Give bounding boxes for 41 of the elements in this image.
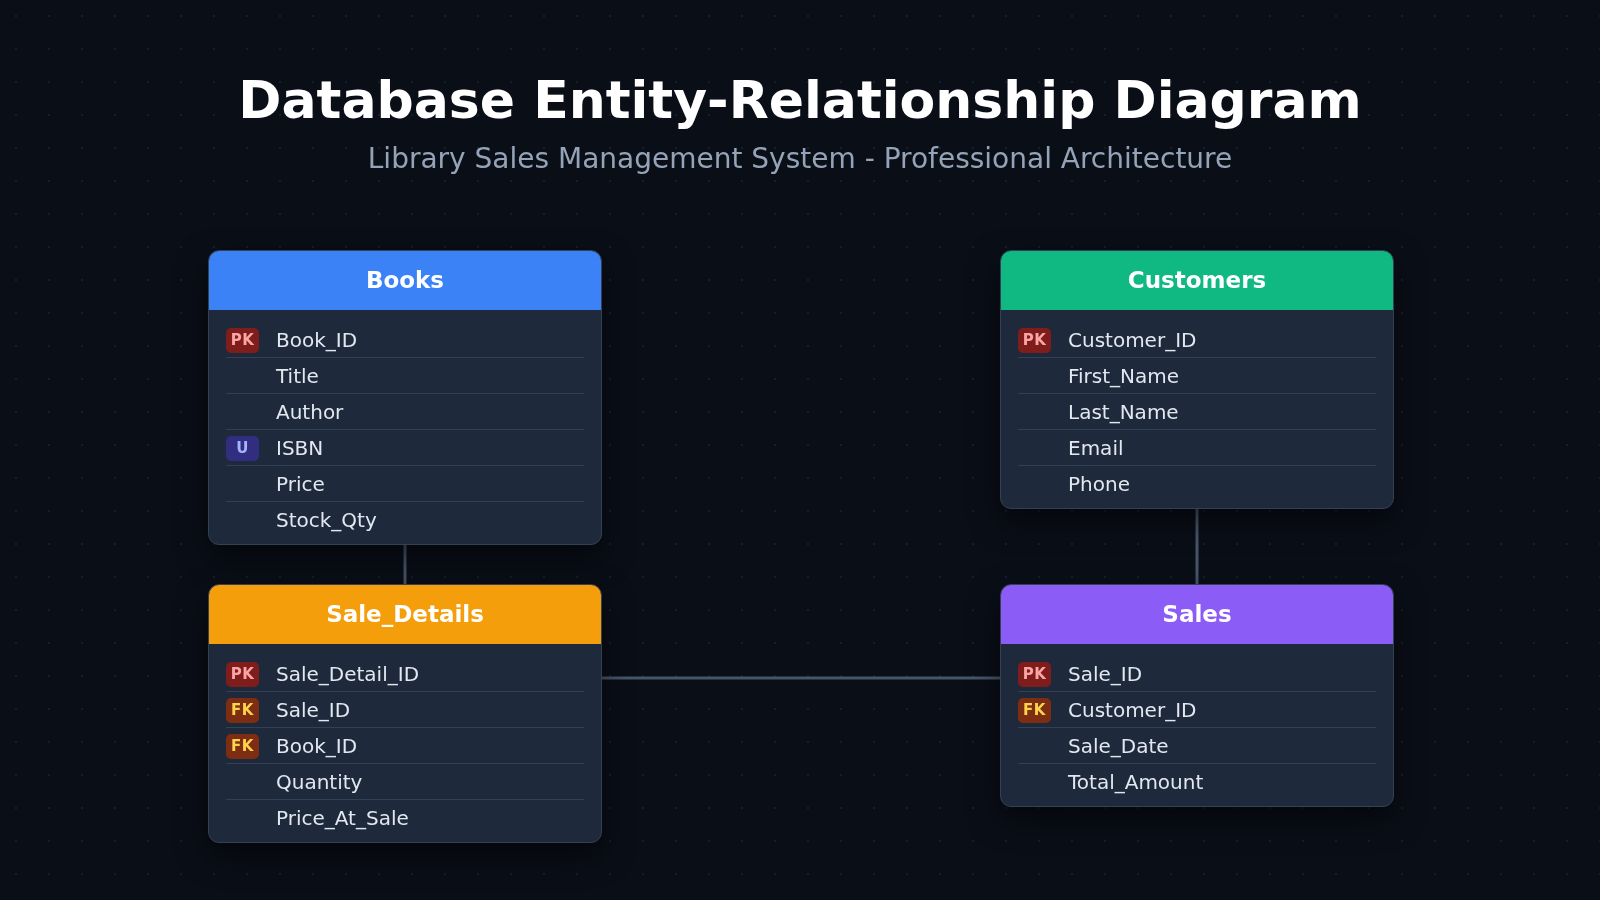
relationship-line	[602, 676, 1000, 680]
field-name: First_Name	[1068, 364, 1180, 388]
diagram-subtitle: Library Sales Management System - Professional Architecture	[367, 142, 1233, 176]
field-name: Sale_Date	[1068, 734, 1169, 758]
primary-key-badge: PK	[226, 327, 259, 353]
field-name: Sale_Detail_ID	[276, 662, 420, 686]
field-name: Stock_Qty	[276, 508, 377, 532]
field-name: Book_ID	[276, 328, 358, 352]
field-name: Customer_ID	[1068, 328, 1197, 352]
field-name: Email	[1068, 436, 1124, 460]
field-name: Quantity	[276, 770, 363, 794]
primary-key-badge: PK	[1018, 327, 1051, 353]
primary-key-badge: PK	[1018, 661, 1051, 687]
field-name: Sale_ID	[276, 698, 351, 722]
table-header: Sale_Details	[209, 585, 601, 644]
field-name: Phone	[1068, 472, 1130, 496]
table-header: Sales	[1001, 585, 1393, 644]
table-header: Customers	[1001, 251, 1393, 310]
foreign-key-badge: FK	[1018, 697, 1051, 723]
field-name: Total_Amount	[1068, 770, 1204, 794]
entity-table	[1000, 584, 1394, 807]
field-name: ISBN	[276, 436, 324, 460]
unique-key-badge: U	[226, 435, 259, 461]
entity-table	[208, 250, 602, 545]
field-name: Price_At_Sale	[276, 806, 409, 830]
table-header: Books	[209, 251, 601, 310]
primary-key-badge: PK	[226, 661, 259, 687]
diagram-title: Database Entity-Relationship Diagram	[238, 69, 1362, 131]
relationship-line	[403, 545, 407, 584]
field-name: Book_ID	[276, 734, 358, 758]
foreign-key-badge: FK	[226, 697, 259, 723]
field-name: Last_Name	[1068, 400, 1179, 424]
field-name: Customer_ID	[1068, 698, 1197, 722]
entity-table	[1000, 250, 1394, 509]
entity-table	[208, 584, 602, 843]
field-name: Author	[276, 400, 344, 424]
field-name: Sale_ID	[1068, 662, 1143, 686]
foreign-key-badge: FK	[226, 733, 259, 759]
field-name: Title	[276, 364, 319, 388]
field-name: Price	[276, 472, 325, 496]
relationship-line	[1195, 509, 1199, 584]
